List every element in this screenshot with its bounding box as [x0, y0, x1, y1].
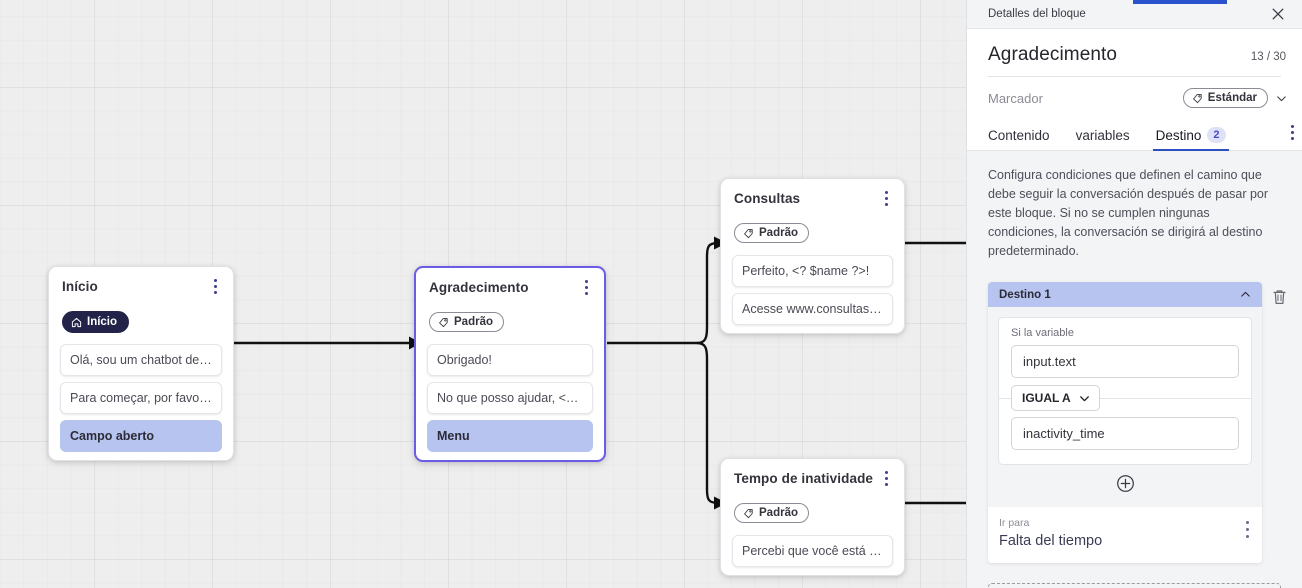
- tag-icon: [439, 317, 448, 327]
- node-message[interactable]: Acesse www.consultas.com par...: [732, 292, 893, 325]
- block-details-panel: Detalles del bloque Agradecimento 13 / 3…: [966, 0, 1302, 588]
- home-icon: [71, 317, 82, 327]
- node-messages: Perfeito, <? $name ?>! Acesse www.consul…: [721, 244, 904, 325]
- chevron-up-icon[interactable]: [1239, 288, 1252, 301]
- node-badge-row: Padrão: [721, 503, 904, 524]
- node-menu-button[interactable]: [879, 471, 893, 487]
- node-badge-label: Padrão: [454, 316, 493, 328]
- top-progress-bar: [1133, 0, 1227, 4]
- close-icon[interactable]: [1270, 6, 1286, 22]
- flow-node-agradecimento[interactable]: Agradecimento Padrão Obrigado! No que po…: [414, 266, 606, 462]
- node-badge-label: Início: [87, 316, 118, 328]
- node-title: Agradecimento: [429, 280, 529, 295]
- node-header: Início: [49, 267, 233, 304]
- goto-section: Ir para Falta del tiempo: [988, 507, 1262, 563]
- compare-value-input[interactable]: inactivity_time: [1011, 417, 1239, 450]
- variable-input[interactable]: input.text: [1011, 345, 1239, 378]
- node-badge-padrao[interactable]: Padrão: [734, 223, 809, 243]
- tab-bar: Contenido variables Destino 2: [967, 119, 1302, 151]
- node-title: Início: [62, 279, 98, 294]
- node-message[interactable]: Olá, sou um chatbot de teste!: [60, 344, 222, 376]
- panel-header-label: Detalles del bloque: [988, 8, 1086, 20]
- node-badge-label: Padrão: [759, 227, 798, 239]
- tab-variables[interactable]: variables: [1076, 128, 1130, 150]
- tab-destino[interactable]: Destino 2: [1152, 127, 1229, 151]
- operator-label: IGUAL A: [1022, 391, 1071, 405]
- chevron-down-icon[interactable]: [1275, 92, 1288, 105]
- marker-value-label: Estándar: [1207, 92, 1257, 104]
- destination-section: Destino 1 Si la variable input.text: [988, 282, 1302, 563]
- goto-target-value[interactable]: Falta del tiempo: [999, 533, 1103, 549]
- node-message[interactable]: Perfeito, <? $name ?>!: [732, 254, 893, 287]
- page-title-row: Agradecimento 13 / 30: [967, 29, 1302, 76]
- flow-edges: [233, 236, 966, 510]
- panel-body: Configura condiciones que definen el cam…: [967, 151, 1302, 588]
- tag-icon: [744, 508, 753, 518]
- condition-label: Si la variable: [1011, 327, 1074, 339]
- node-messages: Percebi que você está inativo. C...: [721, 524, 904, 567]
- node-header: Tempo de inatividade: [721, 459, 904, 496]
- flow-node-consultas[interactable]: Consultas Padrão Perfeito, <? $name ?>! …: [720, 178, 905, 334]
- node-message-highlighted[interactable]: Menu: [427, 419, 593, 452]
- tab-label: Contenido: [988, 128, 1050, 143]
- node-message[interactable]: Obrigado!: [427, 343, 593, 376]
- tab-label: variables: [1075, 128, 1130, 143]
- chevron-down-icon: [1079, 395, 1089, 401]
- node-badge-row: Início: [49, 311, 233, 333]
- tab-label: Destino: [1155, 127, 1202, 143]
- node-message[interactable]: No que posso ajudar, <? $name ...: [427, 381, 593, 414]
- node-badge-row: Padrão: [416, 312, 604, 333]
- operator-row: IGUAL A: [999, 385, 1251, 411]
- condition-box: Si la variable input.text IGUAL A: [998, 317, 1252, 465]
- add-destination-button[interactable]: Agregar destino: [988, 583, 1281, 588]
- condition-area: Si la variable input.text IGUAL A: [988, 307, 1262, 507]
- node-badge-row: Padrão: [721, 223, 904, 244]
- panel-header: Detalles del bloque Agradecimento 13 / 3…: [967, 0, 1302, 151]
- node-message[interactable]: Para começar, por favor digite o ...: [60, 382, 222, 414]
- page-title: Agradecimento: [988, 44, 1118, 65]
- node-title: Consultas: [734, 191, 801, 206]
- marker-value-pill[interactable]: Estándar: [1182, 88, 1268, 108]
- tab-badge-count: 2: [1207, 127, 1226, 143]
- flow-node-inicio[interactable]: Início Início Olá, sou um chatbot de tes…: [48, 266, 234, 461]
- flow-node-tempo-de-inatividade[interactable]: Tempo de inatividade Padrão Percebi que …: [720, 458, 905, 576]
- divider: [988, 76, 1281, 77]
- node-messages: Obrigado! No que posso ajudar, <? $name …: [416, 333, 604, 452]
- add-condition-row: [998, 465, 1252, 499]
- node-message-highlighted[interactable]: Campo aberto: [60, 420, 222, 452]
- destination-card-header[interactable]: Destino 1: [988, 282, 1262, 307]
- trash-icon[interactable]: [1271, 288, 1288, 311]
- panel-overflow-menu-button[interactable]: [1291, 125, 1294, 150]
- node-header: Agradecimento: [416, 268, 604, 305]
- marker-label: Marcador: [988, 90, 1043, 106]
- node-menu-button[interactable]: [879, 191, 893, 207]
- tag-icon: [744, 228, 753, 238]
- marker-row: Marcador Estándar: [967, 77, 1302, 119]
- node-badge-padrao[interactable]: Padrão: [429, 312, 504, 332]
- destination-card: Destino 1 Si la variable input.text: [988, 282, 1262, 563]
- node-badge-inicio[interactable]: Início: [62, 311, 130, 333]
- node-header: Consultas: [721, 179, 904, 216]
- char-counter: 13 / 30: [1250, 51, 1286, 63]
- node-menu-button[interactable]: [579, 280, 593, 296]
- node-messages: Olá, sou um chatbot de teste! Para começ…: [49, 333, 233, 452]
- flow-canvas[interactable]: Início Início Olá, sou um chatbot de tes…: [0, 0, 966, 588]
- destination-card-title: Destino 1: [999, 288, 1051, 301]
- panel-title-bar: Detalles del bloque: [967, 0, 1302, 29]
- node-badge-padrao[interactable]: Padrão: [734, 503, 809, 523]
- tag-icon: [1192, 93, 1202, 103]
- goto-label: Ir para: [999, 517, 1030, 529]
- node-title: Tempo de inatividade: [734, 471, 874, 486]
- node-badge-label: Padrão: [759, 507, 798, 519]
- divider: [999, 398, 1251, 399]
- node-menu-button[interactable]: [208, 279, 222, 295]
- plus-circle-icon[interactable]: [1116, 474, 1135, 493]
- destination-description: Configura condiciones que definen el cam…: [988, 168, 1269, 258]
- operator-select[interactable]: IGUAL A: [1011, 385, 1100, 411]
- node-message[interactable]: Percebi que você está inativo. C...: [732, 534, 893, 567]
- goto-menu-button[interactable]: [1246, 516, 1249, 542]
- tab-contenido[interactable]: Contenido: [988, 128, 1050, 150]
